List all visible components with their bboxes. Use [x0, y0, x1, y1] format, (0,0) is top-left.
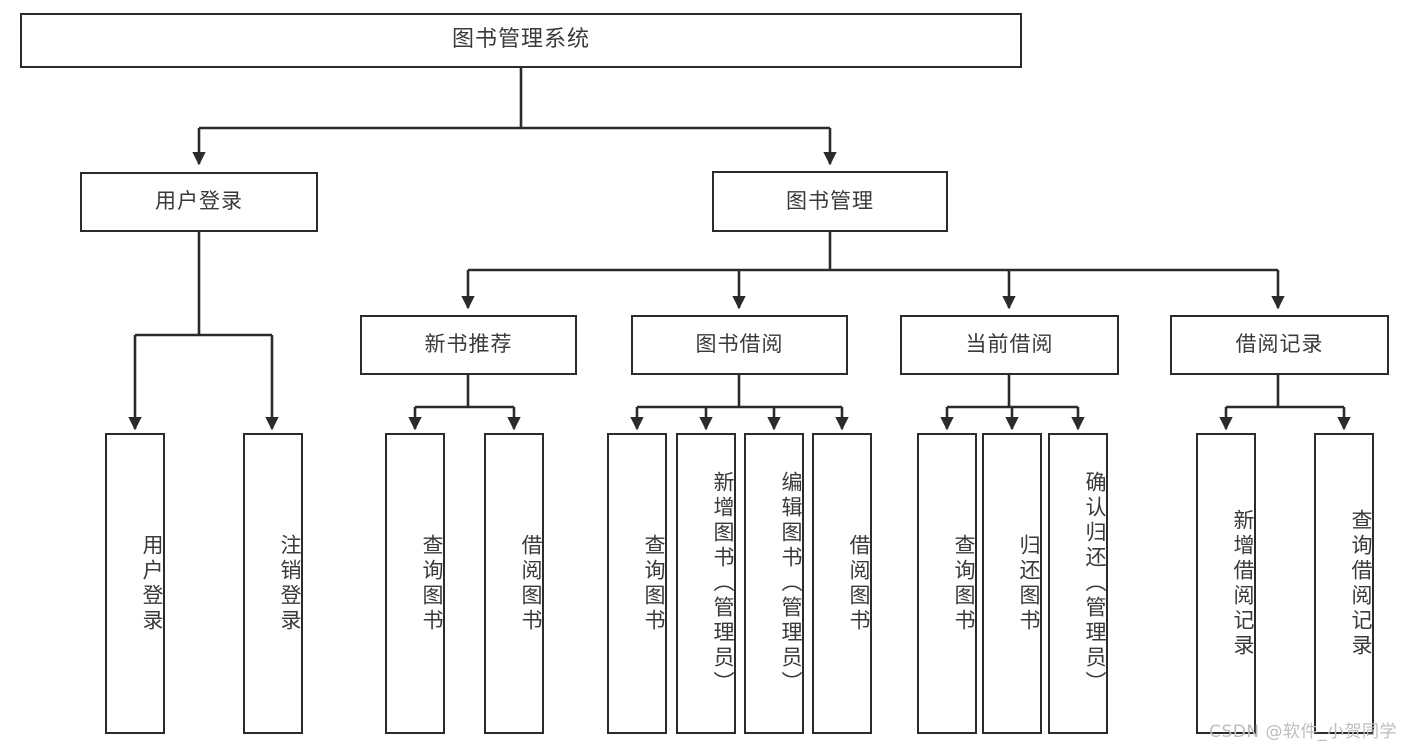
node-label: 新增借阅记录 [1231, 508, 1255, 659]
node-label: 新书推荐 [424, 332, 513, 357]
node-new-book-recommend[interactable]: 新书推荐 [360, 315, 577, 375]
node-label: 确认归还（管理员） [1083, 471, 1107, 696]
leaf-return-book[interactable]: 归还图书 [982, 433, 1042, 734]
node-label: 编辑图书（管理员） [779, 471, 803, 696]
leaf-user-login[interactable]: 用户登录 [105, 433, 165, 734]
node-root-book-management-system[interactable]: 图书管理系统 [20, 13, 1022, 68]
node-user-login[interactable]: 用户登录 [80, 172, 318, 232]
node-label: 当前借阅 [965, 332, 1054, 357]
leaf-query-book-borrow[interactable]: 查询图书 [607, 433, 667, 734]
leaf-add-borrow-record[interactable]: 新增借阅记录 [1196, 433, 1256, 734]
leaf-add-book-admin[interactable]: 新增图书（管理员） [676, 433, 736, 734]
leaf-confirm-return-admin[interactable]: 确认归还（管理员） [1048, 433, 1108, 734]
leaf-query-borrow-record[interactable]: 查询借阅记录 [1314, 433, 1374, 734]
node-label: 查询图书 [952, 533, 976, 634]
leaf-query-book-recommend[interactable]: 查询图书 [385, 433, 445, 734]
node-label: 查询借阅记录 [1349, 508, 1373, 659]
node-label: 用户登录 [140, 533, 164, 634]
node-label: 查询图书 [642, 533, 666, 634]
node-label: 图书管理系统 [451, 27, 590, 53]
node-label: 借阅记录 [1235, 332, 1324, 357]
node-label: 用户登录 [155, 189, 243, 214]
node-book-borrow[interactable]: 图书借阅 [631, 315, 848, 375]
leaf-edit-book-admin[interactable]: 编辑图书（管理员） [744, 433, 804, 734]
node-current-borrow[interactable]: 当前借阅 [900, 315, 1119, 375]
node-label: 图书管理 [786, 188, 874, 213]
node-label: 借阅图书 [519, 533, 543, 634]
node-borrow-record[interactable]: 借阅记录 [1170, 315, 1389, 375]
node-label: 借阅图书 [847, 533, 871, 634]
node-label: 新增图书（管理员） [711, 471, 735, 696]
leaf-borrow-book[interactable]: 借阅图书 [812, 433, 872, 734]
node-label: 注销登录 [278, 533, 302, 634]
watermark: CSDN @软件_小贺同学 [1209, 722, 1397, 742]
node-label: 归还图书 [1017, 533, 1041, 634]
leaf-query-book-current[interactable]: 查询图书 [917, 433, 977, 734]
leaf-borrow-book-recommend[interactable]: 借阅图书 [484, 433, 544, 734]
node-label: 查询图书 [420, 533, 444, 634]
node-label: 图书借阅 [695, 332, 784, 357]
node-book-management[interactable]: 图书管理 [712, 171, 948, 232]
leaf-logout[interactable]: 注销登录 [243, 433, 303, 734]
